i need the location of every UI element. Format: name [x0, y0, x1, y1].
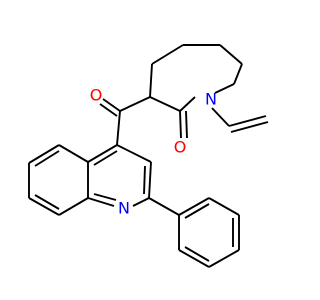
bond-n-c8a — [87, 197, 115, 207]
bond-c4a-c4q — [87, 144, 118, 163]
bond-c3q-c2q — [148, 161, 152, 199]
bond-c2q-phenyl — [148, 197, 180, 216]
atom-n-quinoline: N — [118, 199, 130, 218]
bond-c4a-c4q-inner — [93, 150, 118, 166]
bond-c8-c8a — [58, 197, 89, 216]
bond-lactam-co-a — [179, 110, 182, 139]
bond-ketone-c4q — [116, 110, 121, 146]
atom-n-lactam-label: N — [205, 90, 217, 109]
bond-vinyl-double-b — [230, 121, 269, 133]
bond-n-c8a-inner — [93, 193, 117, 201]
atom-n-lactam: N — [205, 90, 217, 109]
bond-ph-2-3 — [208, 197, 240, 216]
bond-ketone-co-b — [99, 103, 118, 117]
bond-c2q-n — [132, 197, 150, 207]
bond-ring-c2-c3 — [149, 96, 181, 112]
bond-n-vinyl — [211, 107, 230, 127]
bond-c4a-c5 — [58, 144, 89, 163]
bond-ring-c7-c8 — [233, 63, 243, 85]
bond-ring-c3-c4 — [149, 63, 153, 98]
molecule-structure-diagram: O O N N — [28, 44, 269, 268]
bond-ph-5-6 — [178, 249, 210, 268]
bond-ring-c6-c7 — [219, 44, 243, 65]
bond-ring-c8-n — [214, 83, 235, 94]
bond-c7-c8-inner — [34, 194, 60, 210]
bond-ketone-co-a — [102, 98, 121, 112]
bond-ph-4-5 — [208, 249, 240, 268]
bond-c5-c6-inner — [34, 150, 60, 167]
atom-n-quinoline-label: N — [118, 199, 130, 218]
atom-o-ketone: O — [90, 86, 103, 105]
bond-c4q-c3q — [116, 144, 152, 163]
atom-labels: O O N N — [90, 86, 217, 218]
bond-c5-c6 — [28, 144, 60, 164]
atom-o-lactam: O — [174, 138, 187, 157]
bond-vinyl-double-a — [228, 115, 267, 127]
atom-o-lactam-label: O — [174, 138, 187, 157]
bond-lactam-co-b — [185, 110, 188, 139]
bond-c7-c8 — [28, 197, 60, 216]
bond-c3q-c2q-inner — [143, 165, 146, 195]
bond-ph-5-6-inner — [184, 246, 210, 262]
atom-o-ketone-label: O — [90, 86, 103, 105]
bond-ph-1-2-inner — [184, 203, 210, 219]
bond-ph-1-2 — [178, 197, 210, 216]
bond-ring-c4-c5 — [151, 44, 184, 65]
bond-ring-n-c2 — [179, 96, 196, 112]
bond-c3-ketone-c — [119, 96, 151, 112]
bonds — [28, 44, 269, 268]
